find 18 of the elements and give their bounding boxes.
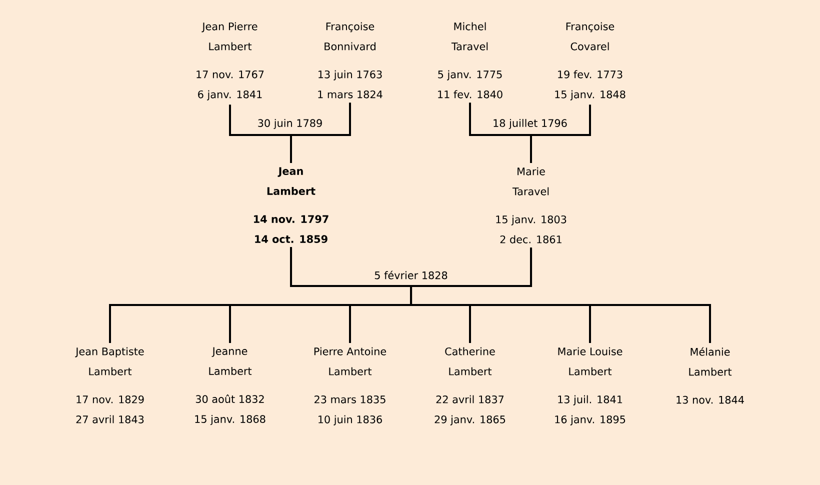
person-entry: Marie Taravel 15 janv. 1803 2 dec. 1861 — [496, 167, 566, 244]
edge-label: 30 juin 1789 — [256, 118, 324, 130]
edge-label: 5 février 1828 — [372, 269, 450, 281]
connector-line — [289, 102, 351, 163]
person-entry: Mélanie Lambert 13 nov. 1844 — [676, 347, 744, 404]
person-entry: Catherine Lambert 22 avril 1837 29 janv. 1865 — [434, 347, 506, 426]
edge-label: 18 juillet 1796 — [491, 118, 569, 130]
person-entry: Michel Taravel 5 janv. 1775 11 fev. 1840 — [438, 22, 502, 98]
person-entry: Pierre Antoine Lambert 23 mars 1835 10 juin 1836 — [314, 347, 386, 426]
person-entry: Marie Louise Lambert 13 juil. 1841 16 janv. 1895 — [555, 347, 626, 426]
connector-line — [410, 248, 711, 343]
person-entry: Jean Baptiste Lambert 17 nov. 1829 27 avril 1843 — [75, 347, 144, 424]
connector-line — [529, 104, 591, 163]
person-entry: Jean Lambert 14 nov. 1797 14 oct. 1859 — [254, 167, 328, 243]
person-entry: Jeanne Lambert 30 août 1832 15 janv. 1868 — [195, 347, 266, 425]
person-entry: Françoise Bonnivard 13 juin 1763 1 mars 1824 — [318, 22, 382, 98]
person-entry: Françoise Covarel 19 fev. 1773 15 janv. 1848 — [555, 22, 626, 100]
person-entry: Jean Pierre Lambert 17 nov. 1767 6 janv. 1841 — [196, 22, 264, 100]
